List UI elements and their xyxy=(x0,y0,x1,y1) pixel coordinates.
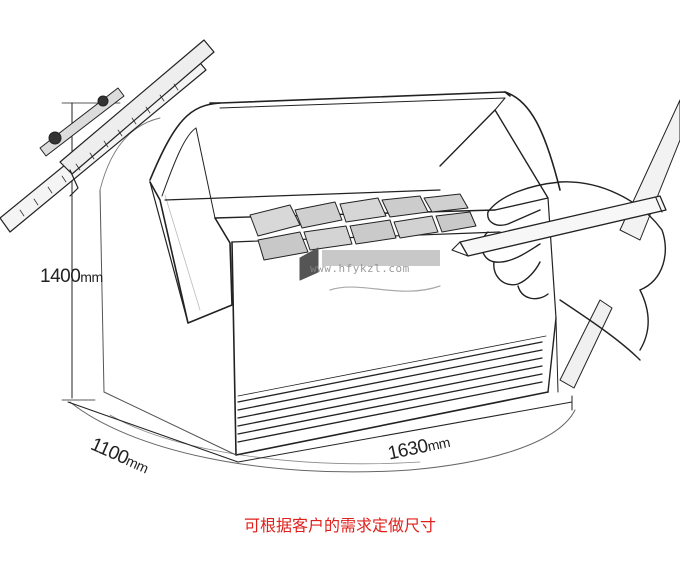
pencil-icon xyxy=(451,195,667,257)
ice-cream-pans xyxy=(249,193,477,261)
height-dimension-label: 1400mm xyxy=(40,266,103,287)
depth-dimension-line xyxy=(67,401,239,463)
width-dimension-line xyxy=(237,395,573,463)
watermark-url: www.hfykzl.com xyxy=(310,262,410,275)
logo-watermark-icon xyxy=(299,247,441,292)
custom-size-caption: 可根据客户的需求定做尺寸 xyxy=(243,516,436,535)
